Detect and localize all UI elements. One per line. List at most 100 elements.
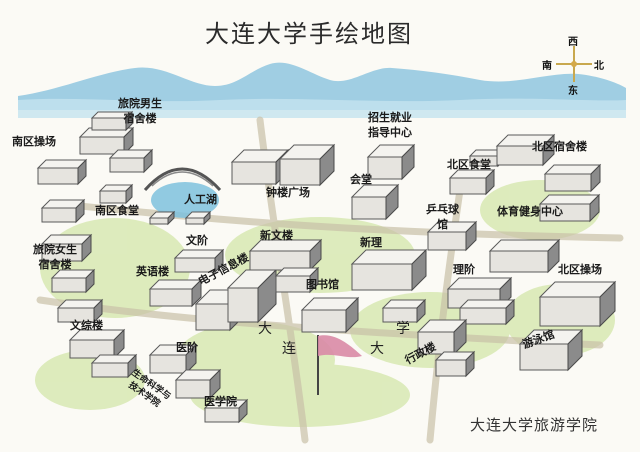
label-yijie[interactable]: 医阶 [176,341,198,354]
building-roof [538,194,601,205]
building-shadow [465,220,477,252]
buildings [36,110,617,424]
building-shadow [542,133,555,167]
mountain-range [18,62,626,110]
label-library[interactable]: 图书馆 [306,278,339,291]
building-shadow [214,248,224,274]
building-shadow [93,298,103,324]
building-block [539,296,601,327]
label-medical[interactable]: 医学院 [204,395,237,408]
mountain-foothills [18,98,626,118]
map-credit: 大连大学旅游学院 [470,416,599,434]
building-block [459,307,507,325]
building-block [109,157,145,173]
flag [318,335,362,358]
building-block [279,158,321,186]
building-block [99,190,127,204]
building-block [149,217,169,225]
building-shadow [599,280,616,328]
building-shadow [81,233,92,263]
building-block [427,231,467,251]
building-block [275,275,311,293]
label-auditorium[interactable]: 会堂 [350,173,372,186]
building-roof [458,299,516,309]
road-label-char: 大 [258,321,272,337]
building-block [367,156,403,180]
building-shadow [167,210,175,226]
building-shadow [125,110,133,132]
label-gym[interactable]: 体育健身中心 [497,205,563,218]
building-shadow [345,296,359,334]
building-shadow [309,266,319,294]
building-shadow [143,148,153,174]
label-clock-square[interactable]: 钟楼广场 [266,186,310,199]
building-block [351,263,413,291]
label-xinwen[interactable]: 新文楼 [260,229,293,242]
map-title: 大连大学手绘地图 [205,20,413,48]
label-lijie[interactable]: 理阶 [453,263,475,276]
building-block [37,167,79,185]
label-pingpong[interactable]: 乒乓球 馆 [426,203,459,231]
building-shadow [75,198,85,224]
building-shadow [85,268,95,294]
building-shadow [567,328,583,372]
building-shadow [77,158,87,186]
label-hostel-female[interactable]: 旅院女生 宿舍楼 [33,243,77,271]
building-block [91,362,129,378]
building-block [301,309,347,333]
building-shadow [505,298,515,326]
building-shadow [113,328,125,360]
building-block [41,207,77,223]
label-south-canteen[interactable]: 南区食堂 [95,204,139,217]
building-block [149,288,193,307]
label-admission[interactable]: 招生就业 指导中心 [368,111,412,139]
label-wenjie[interactable]: 文阶 [186,234,208,247]
building-shadow [319,143,335,187]
compass-south-label: 南 [542,61,552,72]
building-shadow [590,163,601,193]
building-block [149,354,187,374]
building-block [195,303,231,331]
building-shadow [127,353,137,379]
compass-west-label: 西 [568,37,578,48]
road-label-char: 大 [370,341,384,357]
artificial-lake [151,182,219,218]
building-shadow [453,318,467,356]
compass-east-label: 东 [568,86,578,97]
road-label-char: 连 [282,341,296,357]
building-block [51,277,87,293]
building-block [435,359,467,377]
building-roof [488,239,561,252]
building-shadow [185,343,197,375]
building-shadow [411,248,427,292]
compass-north-label: 北 [594,61,604,72]
building-shadow [123,126,134,156]
building-block [249,250,311,271]
label-lake[interactable]: 人工湖 [184,193,217,206]
building-shadow [589,193,600,223]
building-shadow [385,183,399,221]
building-shadow [485,168,495,196]
building-block [351,196,387,220]
building-shadow [238,398,248,424]
building-shadow [547,238,560,274]
building-shadow [401,143,415,181]
label-xinli[interactable]: 新理 [360,236,382,249]
label-north-canteen[interactable]: 北区食堂 [447,158,491,171]
building-block [204,407,240,423]
label-north-field[interactable]: 北区操场 [558,263,602,276]
compass-rose [556,46,592,82]
label-hostel-male[interactable]: 旅院男生 宿舍楼 [118,97,162,125]
label-north-dorm[interactable]: 北区宿舍楼 [532,140,587,153]
building-shadow [203,210,211,226]
label-south-field[interactable]: 南区操场 [12,135,56,148]
label-english[interactable]: 英语楼 [136,265,169,278]
label-wenzong[interactable]: 文综楼 [70,319,103,332]
building-shadow [191,278,202,308]
building-shadow [125,183,133,205]
building-shadow [257,268,277,324]
building-block [544,173,592,192]
building-block [185,217,205,225]
